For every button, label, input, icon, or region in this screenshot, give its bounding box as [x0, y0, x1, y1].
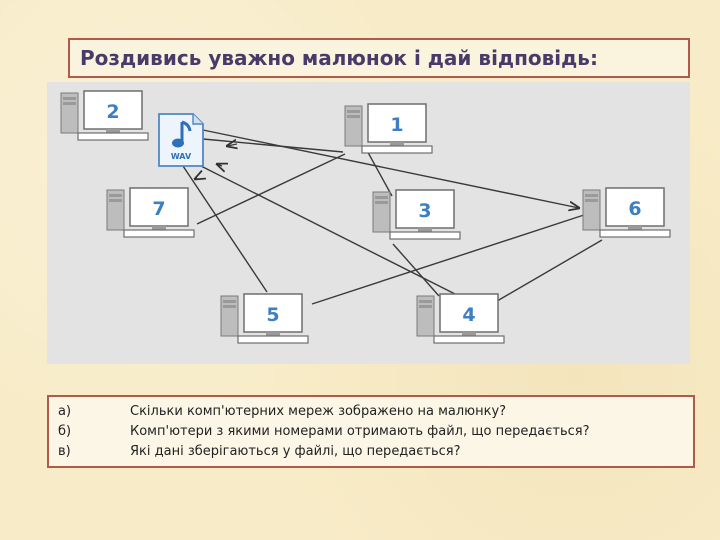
computer-7: 7: [106, 187, 195, 238]
link-1-to-3: [364, 146, 393, 197]
question-text: Які дані зберігаються у файлі, що переда…: [130, 444, 461, 459]
computer-label-5: 5: [266, 304, 279, 326]
computer-label-2: 2: [106, 101, 119, 123]
computer-5: 5: [220, 293, 309, 344]
question-marker: б): [58, 424, 72, 439]
connection-lines: [178, 129, 603, 305]
link-wav-to-4: [196, 163, 460, 297]
computer-3: 3: [372, 189, 461, 240]
computer-label-7: 7: [152, 198, 165, 220]
question-text: Скільки комп'ютерних мереж зображено на …: [130, 404, 507, 419]
title-box: Роздивись уважно малюнок і дай відповідь…: [68, 38, 690, 78]
computer-2: 2: [60, 90, 149, 141]
computer-6: 6: [582, 187, 671, 238]
music-note-icon: [172, 120, 192, 148]
question-b: б) Комп'ютери з якими номерами отримають…: [58, 422, 685, 442]
computer-label-3: 3: [418, 200, 431, 222]
computer-1: 1: [344, 103, 433, 154]
link-wav-to-6: [202, 129, 579, 208]
question-marker: в): [58, 444, 71, 459]
question-marker: а): [58, 404, 72, 419]
wav-file-icon: WAV: [158, 113, 204, 167]
link-4-to-6: [491, 239, 603, 305]
computer-4: 4: [416, 293, 505, 344]
link-wav-to-5: [178, 159, 268, 293]
wav-label: WAV: [171, 152, 192, 161]
question-c: в) Які дані зберігаються у файлі, що пер…: [58, 442, 685, 462]
computer-label-1: 1: [390, 114, 403, 136]
computer-label-6: 6: [628, 198, 641, 220]
link-1-to-7: [196, 153, 346, 225]
page-title: Роздивись уважно малюнок і дай відповідь…: [80, 46, 598, 70]
question-text: Комп'ютери з якими номерами отримають фа…: [130, 424, 590, 439]
network-diagram-svg: 2 1 7 3 6 5 4: [60, 90, 671, 344]
questions-box: а) Скільки комп'ютерних мереж зображено …: [47, 395, 695, 468]
computer-label-4: 4: [462, 304, 475, 326]
link-3-to-4: [392, 243, 440, 297]
link-wav-to-1: [202, 138, 344, 153]
network-diagram: 2 1 7 3 6 5 4: [47, 82, 690, 364]
link-5-to-6: [311, 213, 588, 305]
question-a: а) Скільки комп'ютерних мереж зображено …: [58, 402, 685, 422]
